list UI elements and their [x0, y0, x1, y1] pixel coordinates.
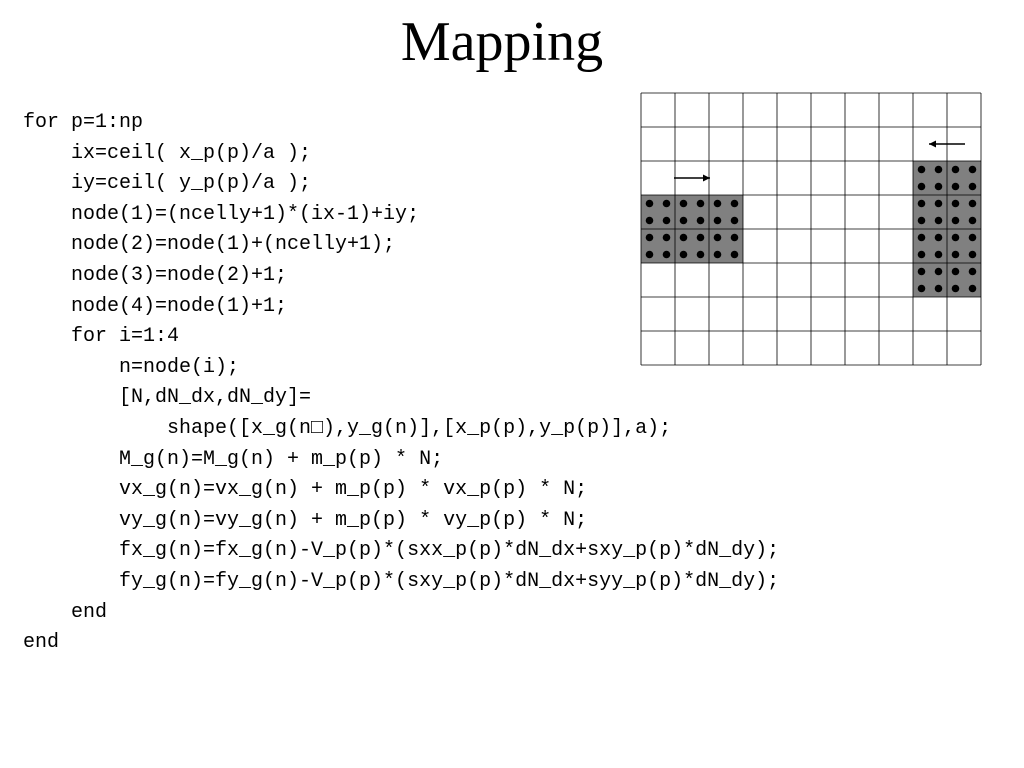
grid-diagram [640, 92, 982, 366]
material-point [934, 284, 943, 293]
material-point [951, 284, 960, 293]
material-point [934, 216, 943, 225]
material-point [645, 250, 654, 259]
material-point [917, 199, 926, 208]
code-line: fy_g(n)=fy_g(n)-V_p(p)*(sxy_p(p)*dN_dx+s… [23, 569, 780, 593]
material-points [645, 165, 977, 293]
code-line: iy=ceil( y_p(p)/a ); [23, 172, 312, 196]
material-point [645, 233, 654, 242]
material-point [730, 250, 739, 259]
material-point [917, 216, 926, 225]
material-point [968, 267, 977, 276]
material-point [951, 216, 960, 225]
material-point [934, 199, 943, 208]
material-point [713, 216, 722, 225]
material-point [696, 233, 705, 242]
material-point [730, 233, 739, 242]
material-point [917, 182, 926, 191]
code-line: M_g(n)=M_g(n) + m_p(p) * N; [23, 447, 444, 471]
arrow-right-icon [674, 174, 710, 182]
material-point [968, 182, 977, 191]
code-line: shape([x_g(n□),y_g(n)],[x_p(p),y_p(p)],a… [23, 416, 672, 440]
material-point [645, 216, 654, 225]
material-point [679, 250, 688, 259]
material-point [968, 199, 977, 208]
material-point [917, 165, 926, 174]
material-point [917, 267, 926, 276]
background-grid [640, 92, 982, 366]
code-line: n=node(i); [23, 355, 240, 379]
material-point [951, 267, 960, 276]
code-line: end [23, 631, 60, 655]
material-point [696, 216, 705, 225]
material-point [730, 216, 739, 225]
material-point [951, 233, 960, 242]
material-point [968, 165, 977, 174]
code-line: [N,dN_dx,dN_dy]= [23, 386, 312, 410]
code-line: for p=1:np [23, 111, 144, 134]
code-line: node(2)=node(1)+(ncelly+1); [23, 233, 396, 257]
material-point [713, 199, 722, 208]
code-line: node(1)=(ncelly+1)*(ix-1)+iy; [23, 202, 420, 226]
arrow-left-icon [929, 140, 965, 148]
material-point [917, 250, 926, 259]
material-point [968, 250, 977, 259]
material-point [951, 199, 960, 208]
material-point [917, 284, 926, 293]
material-point [645, 199, 654, 208]
material-point [662, 199, 671, 208]
slide-title: Mapping [400, 11, 604, 73]
material-point [730, 199, 739, 208]
material-point [951, 250, 960, 259]
velocity-arrows [674, 140, 965, 182]
material-point [917, 233, 926, 242]
material-point [934, 267, 943, 276]
material-point [696, 199, 705, 208]
material-point [713, 250, 722, 259]
code-line: end [23, 600, 108, 624]
material-point [679, 199, 688, 208]
code-line: ix=ceil( x_p(p)/a ); [23, 141, 312, 165]
material-point [968, 233, 977, 242]
code-block: for p=1:np ix=ceil( x_p(p)/a ); iy=ceil(… [23, 108, 779, 659]
material-point [951, 165, 960, 174]
material-point [934, 233, 943, 242]
material-point [662, 250, 671, 259]
code-line: node(3)=node(2)+1; [23, 263, 288, 287]
material-point [968, 216, 977, 225]
material-point [934, 165, 943, 174]
code-line: vx_g(n)=vx_g(n) + m_p(p) * vx_p(p) * N; [23, 478, 588, 502]
material-point [679, 216, 688, 225]
material-point [934, 250, 943, 259]
code-line: for i=1:4 [23, 325, 180, 349]
code-line: fx_g(n)=fx_g(n)-V_p(p)*(sxx_p(p)*dN_dx+s… [23, 539, 780, 563]
material-point [662, 216, 671, 225]
material-point [696, 250, 705, 259]
material-point [679, 233, 688, 242]
code-line: node(4)=node(1)+1; [23, 294, 288, 318]
material-point [713, 233, 722, 242]
material-point [951, 182, 960, 191]
material-point [968, 284, 977, 293]
material-point [662, 233, 671, 242]
material-point [934, 182, 943, 191]
code-line: vy_g(n)=vy_g(n) + m_p(p) * vy_p(p) * N; [23, 508, 588, 532]
